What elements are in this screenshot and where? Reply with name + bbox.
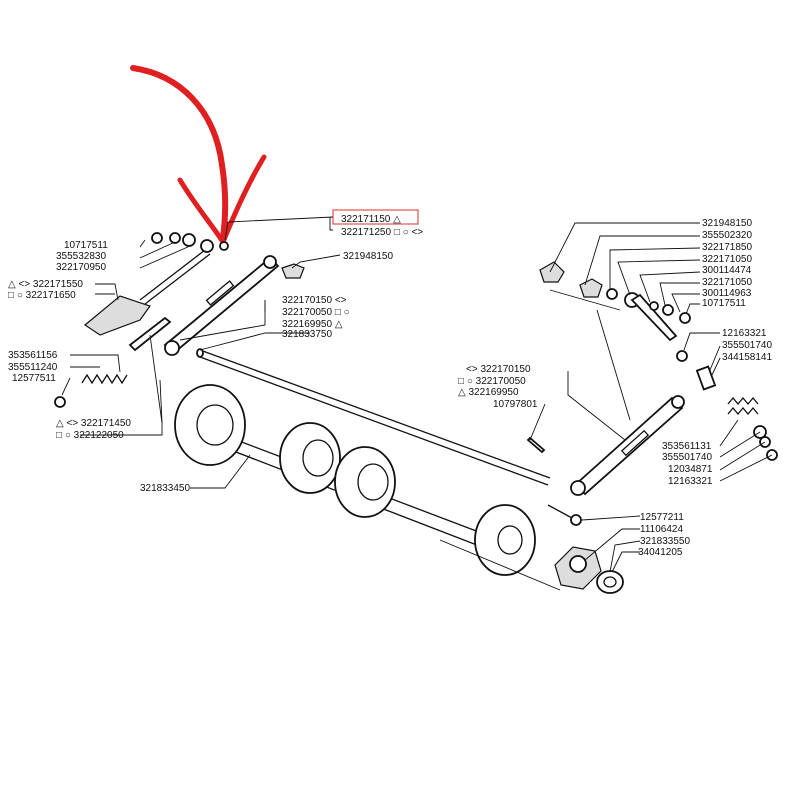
label-322122050: □ ○ 322122050 (56, 430, 124, 441)
part-labels: 322171150 △ 322171250 □ ○ <> 10717511 35… (8, 214, 772, 558)
label-b-321833550: 321833550 (640, 536, 690, 547)
label-r-322171850: 322171850 (702, 242, 752, 253)
label-m-322170050: □ ○ 322170050 (458, 376, 526, 387)
label-322171650: □ ○ 322171650 (8, 290, 76, 301)
label-b-34041205: 34041205 (638, 547, 683, 558)
label-355511240: 355511240 (8, 362, 58, 373)
label-322169950: 322169950 △ (282, 319, 343, 330)
label-m-322169950: △ 322169950 (458, 387, 519, 398)
label-r-344158141: 344158141 (722, 352, 772, 363)
label-r-12163321: 12163321 (722, 328, 767, 339)
label-322171450: △ <> 322171450 (56, 418, 131, 429)
label-top-b: 322171250 □ ○ <> (341, 227, 423, 238)
leader-lines (61, 216, 773, 573)
label-10717511: 10717511 (64, 240, 108, 251)
label-r-300114963: 300114963 (702, 288, 752, 299)
label-r-10717511: 10717511 (702, 298, 746, 309)
label-322170050: 322170050 □ ○ (282, 307, 350, 318)
label-322170150: 322170150 <> (282, 295, 347, 306)
label-r-12034871: 12034871 (668, 464, 713, 475)
red-arrow-icon (130, 65, 267, 245)
label-355532830: 355532830 (56, 251, 106, 262)
label-top-a: 322171150 △ (341, 214, 401, 225)
label-322171550: △ <> 322171550 (8, 279, 83, 290)
long-shaft (196, 348, 551, 486)
label-322170950: 322170950 (56, 262, 106, 273)
label-r-355501740b: 355501740 (662, 452, 712, 463)
label-r-355502320: 355502320 (702, 230, 752, 241)
label-m-10797801: 10797801 (493, 399, 538, 410)
label-321833450: 321833450 (140, 483, 190, 494)
left-upper-assembly (54, 232, 305, 408)
label-r-353561131: 353561131 (662, 441, 712, 452)
label-321833750: 321833750 (282, 329, 332, 340)
label-r-300114474: 300114474 (702, 265, 752, 276)
label-r-322171050: 322171050 (702, 254, 752, 265)
label-r-322171050b: 322171050 (702, 277, 752, 288)
label-12577511: 12577511 (12, 373, 56, 384)
label-r-355501740: 355501740 (722, 340, 772, 351)
label-r-321948150: 321948150 (702, 218, 752, 229)
label-321948150-mid: 321948150 (343, 251, 393, 262)
wheel-axle-assembly (174, 384, 561, 591)
label-m-322170150: <> 322170150 (466, 364, 531, 375)
label-b-12577211: 12577211 (640, 512, 684, 523)
label-353561156: 353561156 (8, 350, 58, 361)
label-r-12163321b: 12163321 (668, 476, 713, 487)
label-b-11106424: 11106424 (640, 524, 683, 535)
